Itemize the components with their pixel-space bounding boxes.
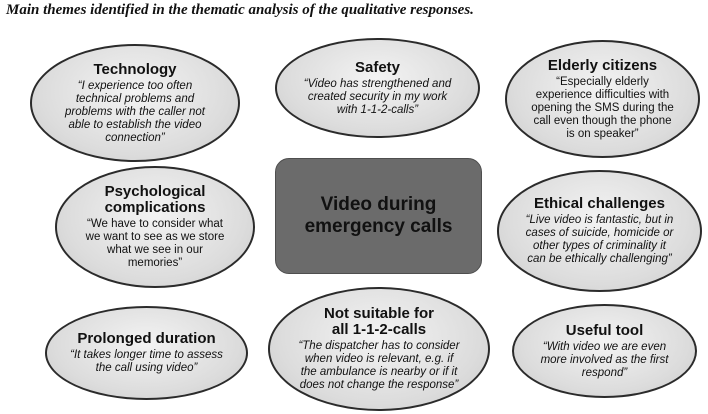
theme-elderly-citizens: Elderly citizens “Especially elderly exp… xyxy=(505,40,700,158)
theme-not-suitable: Not suitable for all 1-1-2-calls “The di… xyxy=(268,287,490,411)
theme-title: Ethical challenges xyxy=(534,195,665,212)
theme-quote: “Video has strengthened and created secu… xyxy=(303,77,452,116)
theme-psychological-complications: Psychological complications “We have to … xyxy=(55,166,255,288)
theme-quote: “Live video is fantastic, but in cases o… xyxy=(525,214,674,265)
theme-quote: “It takes longer time to assess the call… xyxy=(70,349,223,374)
theme-title: Prolonged duration xyxy=(77,330,216,347)
central-topic: Video during emergency calls xyxy=(275,158,482,274)
theme-technology: Technology “I experience too often techn… xyxy=(30,44,240,162)
theme-quote: “The dispatcher has to consider when vid… xyxy=(298,340,460,391)
figure-caption: Main themes identified in the thematic a… xyxy=(6,2,474,18)
theme-prolonged-duration: Prolonged duration “It takes longer time… xyxy=(45,306,248,400)
theme-title: Not suitable for all 1-1-2-calls xyxy=(323,305,434,338)
theme-title: Psychological complications xyxy=(104,183,206,216)
theme-title: Safety xyxy=(354,58,401,76)
theme-title: Useful tool xyxy=(565,321,644,339)
theme-quote: “With video we are even more involved as… xyxy=(540,340,669,379)
theme-quote: “Especially elderly experience difficult… xyxy=(531,75,674,140)
theme-quote: “We have to consider what we want to see… xyxy=(85,218,225,269)
theme-title: Technology xyxy=(93,60,177,78)
theme-safety: Safety “Video has strengthened and creat… xyxy=(275,38,480,138)
theme-useful-tool: Useful tool “With video we are even more… xyxy=(512,304,697,398)
theme-title: Elderly citizens xyxy=(547,56,658,74)
theme-quote: “I experience too often technical proble… xyxy=(65,79,205,144)
theme-ethical-challenges: Ethical challenges “Live video is fantas… xyxy=(497,170,702,292)
